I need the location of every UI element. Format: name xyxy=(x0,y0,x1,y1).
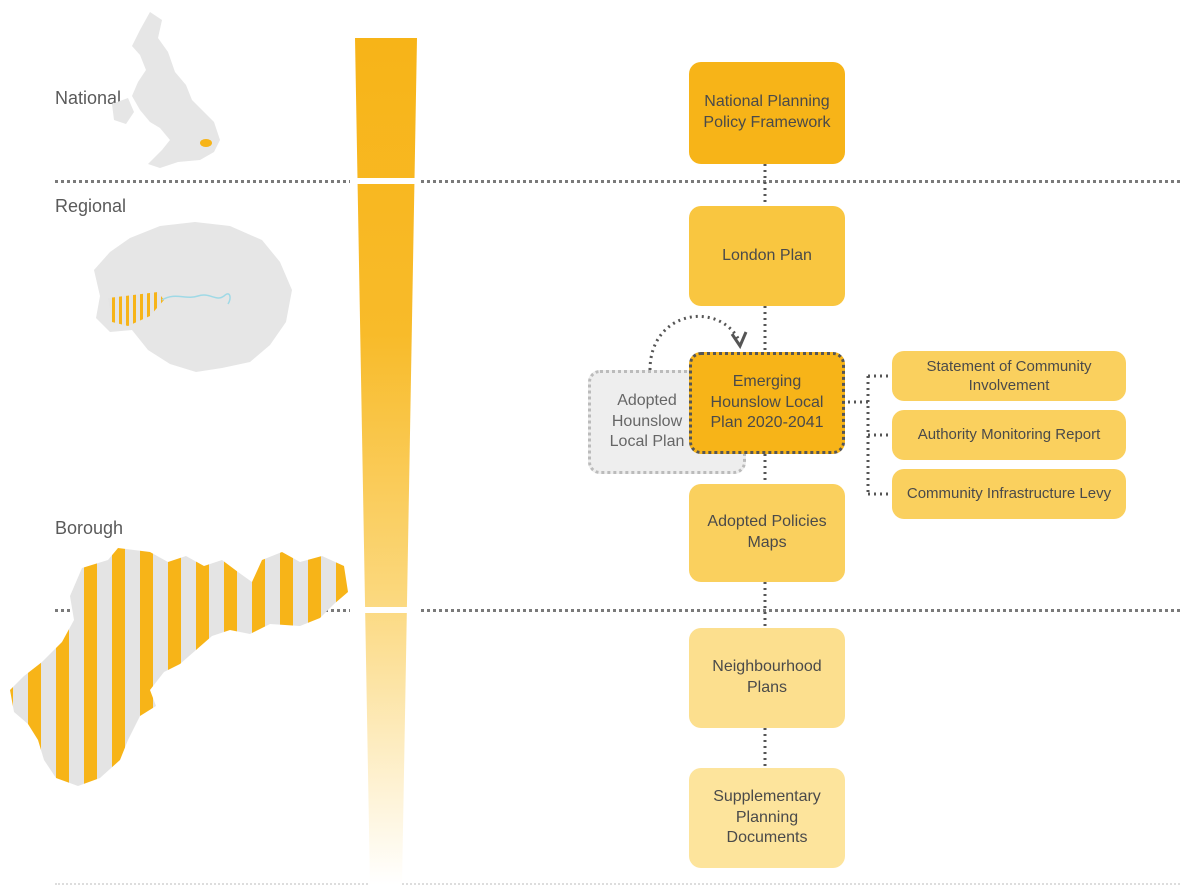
divider-national-regional xyxy=(55,180,1180,183)
uk-map-icon xyxy=(112,12,220,168)
hierarchy-gradient-bar xyxy=(355,38,417,885)
box-neighbourhood-plans: Neighbourhood Plans xyxy=(689,628,845,728)
box-adopted-policies-maps: Adopted Policies Maps xyxy=(689,484,845,582)
box-emerging-hounslow-local-plan: Emerging Hounslow Local Plan 2020-2041 xyxy=(689,352,845,454)
hounslow-map-icon xyxy=(10,548,348,786)
london-map-icon xyxy=(94,222,292,372)
box-national-planning-policy-framework: National Planning Policy Framework xyxy=(689,62,845,164)
divider-bottom xyxy=(55,883,1180,885)
divider-regional-local xyxy=(55,609,1180,612)
adopted-local-plan-label: Adopted Hounslow Local Plan xyxy=(609,391,685,451)
level-label-borough: Borough xyxy=(55,518,124,538)
level-label-national: National xyxy=(55,88,122,108)
box-supplementary-planning-documents: Supplementary Planning Documents xyxy=(689,768,845,868)
box-statement-of-community-involvement: Statement of Community Involvement xyxy=(892,351,1126,401)
box-london-plan: London Plan xyxy=(689,206,845,306)
box-community-infrastructure-levy: Community Infrastructure Levy xyxy=(892,469,1126,519)
level-label-regional: Regional xyxy=(55,196,127,216)
box-authority-monitoring-report: Authority Monitoring Report xyxy=(892,410,1126,460)
